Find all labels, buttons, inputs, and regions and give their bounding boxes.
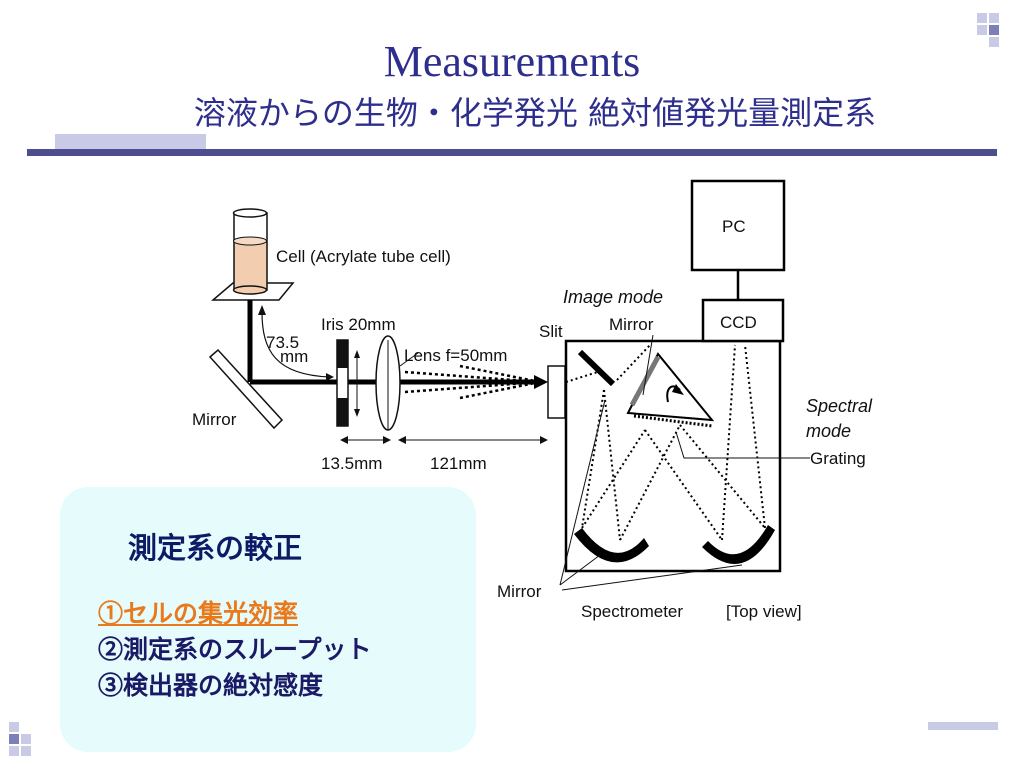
left-mirror-icon <box>208 348 284 430</box>
label-distance-2: mm <box>280 347 308 366</box>
callout-heading: 測定系の較正 <box>128 531 303 565</box>
slit-icon <box>547 365 566 419</box>
slide-title: Measurements <box>383 37 641 86</box>
label-mirror-top: Mirror <box>609 315 654 334</box>
label-spectral-mode-2: mode <box>806 421 851 441</box>
beam-focus-rays <box>404 364 541 400</box>
callout-item-3: ③検出器の絶対感度 <box>98 671 324 700</box>
concave-mirror-left-icon <box>574 528 649 563</box>
title-rule-accent <box>55 134 206 149</box>
label-pc: PC <box>722 217 746 236</box>
label-slit: Slit <box>539 322 563 341</box>
cell-icon <box>210 208 295 301</box>
callout-item-2: ②測定系のスループット <box>98 635 372 664</box>
label-iris: Iris 20mm <box>321 315 396 334</box>
internal-mirror-icon <box>577 349 616 387</box>
callout-item-1[interactable]: ①セルの集光効率 <box>98 599 299 628</box>
spectrometer-rays <box>565 344 766 541</box>
calibration-callout: 測定系の較正 ①セルの集光効率 ②測定系のスループット ③検出器の絶対感度 <box>60 487 476 752</box>
grating-icon <box>626 352 715 428</box>
label-cell: Cell (Acrylate tube cell) <box>276 247 451 266</box>
lens-label-arrow <box>399 352 419 367</box>
ccd-box <box>701 298 785 343</box>
title-rule <box>27 149 997 156</box>
iris-icon <box>336 339 360 427</box>
label-spectrometer: Spectrometer <box>581 602 683 621</box>
leader-lines <box>559 334 810 591</box>
concave-mirror-right-icon <box>702 525 775 564</box>
label-image-mode: Image mode <box>563 287 663 307</box>
label-mirror-left: Mirror <box>192 410 237 429</box>
label-grating: Grating <box>810 449 866 468</box>
label-ccd: CCD <box>720 313 757 332</box>
beam-arrow-icon <box>534 375 548 389</box>
label-lens: Lens f=50mm <box>404 346 507 365</box>
label-dist-lens-slit: 121mm <box>430 454 487 473</box>
distance-arrow-icon <box>261 311 331 378</box>
pc-box <box>690 179 786 272</box>
slide-subtitle: 溶液からの生物・化学発光 絶対値発光量測定系 <box>193 94 877 132</box>
label-top-view: [Top view] <box>726 602 802 621</box>
label-distance-1: 73.5 <box>266 333 299 352</box>
label-spectral-mode-1: Spectral <box>806 396 873 416</box>
label-mirror-bottom: Mirror <box>497 582 542 601</box>
label-dist-iris-lens: 13.5mm <box>321 454 382 473</box>
footer-rule-accent <box>928 722 998 730</box>
